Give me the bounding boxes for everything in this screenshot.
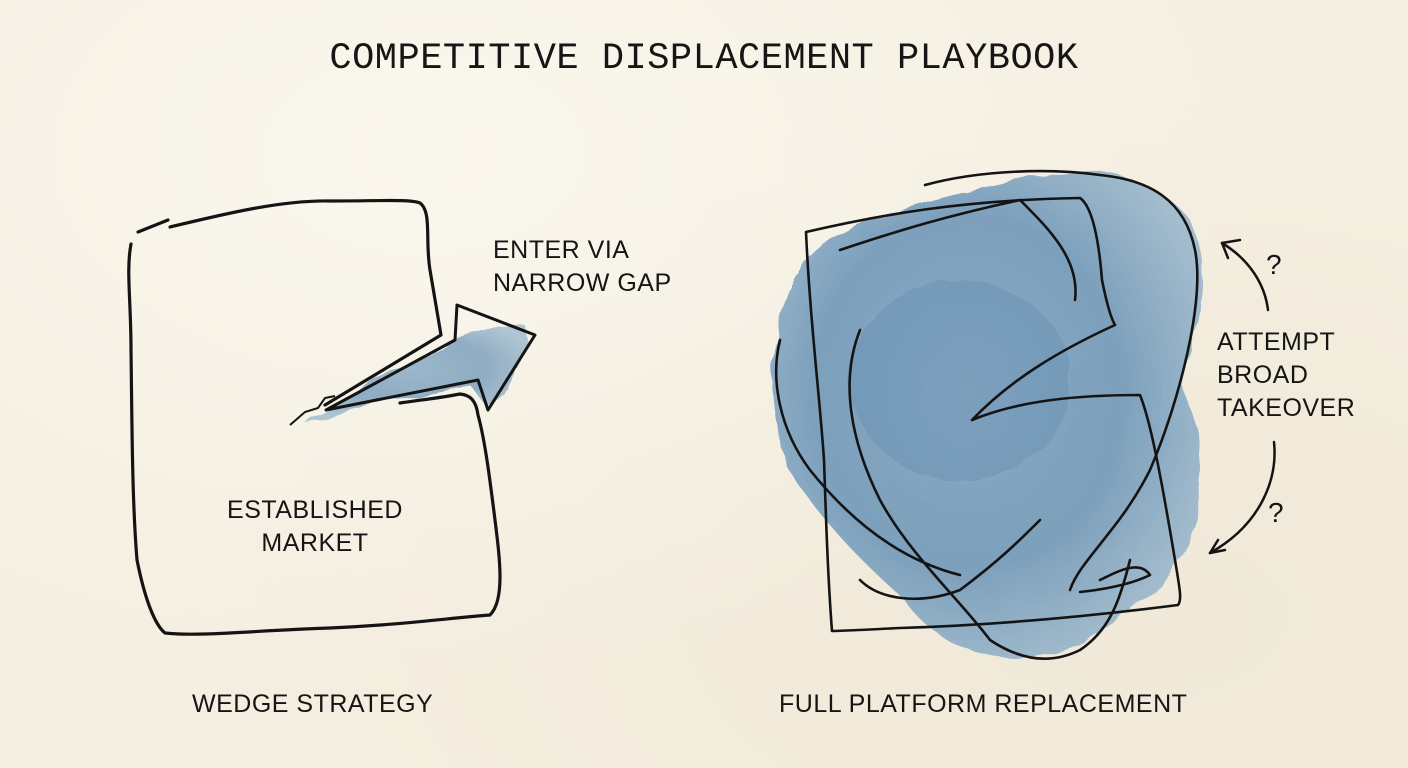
takeover-label: ATTEMPT BROAD TAKEOVER xyxy=(1217,326,1355,425)
watercolor-blob xyxy=(774,172,1204,659)
up-curved-arrow-icon xyxy=(1220,238,1270,312)
arrow-label-line-2: NARROW GAP xyxy=(493,269,672,297)
takeover-label-line-1: ATTEMPT xyxy=(1217,328,1336,356)
down-curved-arrow-icon xyxy=(1208,440,1276,555)
box-label-line-1: ESTABLISHED xyxy=(227,496,403,524)
diagram-title: COMPETITIVE DISPLACEMENT PLAYBOOK xyxy=(329,38,1079,80)
takeover-label-line-3: TAKEOVER xyxy=(1217,394,1356,422)
question-mark-top: ? xyxy=(1266,249,1283,280)
takeover-label-line-2: BROAD xyxy=(1217,361,1309,389)
scribble-outline xyxy=(774,169,1199,660)
wedge-arrow-icon xyxy=(289,303,537,426)
wedge-strategy-caption: WEDGE STRATEGY xyxy=(192,690,434,718)
box-label-line-2: MARKET xyxy=(261,529,369,557)
established-market-label: ESTABLISHED MARKET xyxy=(210,494,420,560)
arrow-label-line-1: ENTER VIA xyxy=(493,236,630,264)
question-mark-bottom: ? xyxy=(1268,497,1285,528)
established-market-box xyxy=(127,198,502,636)
arrow-label: ENTER VIA NARROW GAP xyxy=(493,234,672,300)
full-platform-caption: FULL PLATFORM REPLACEMENT xyxy=(779,690,1188,718)
